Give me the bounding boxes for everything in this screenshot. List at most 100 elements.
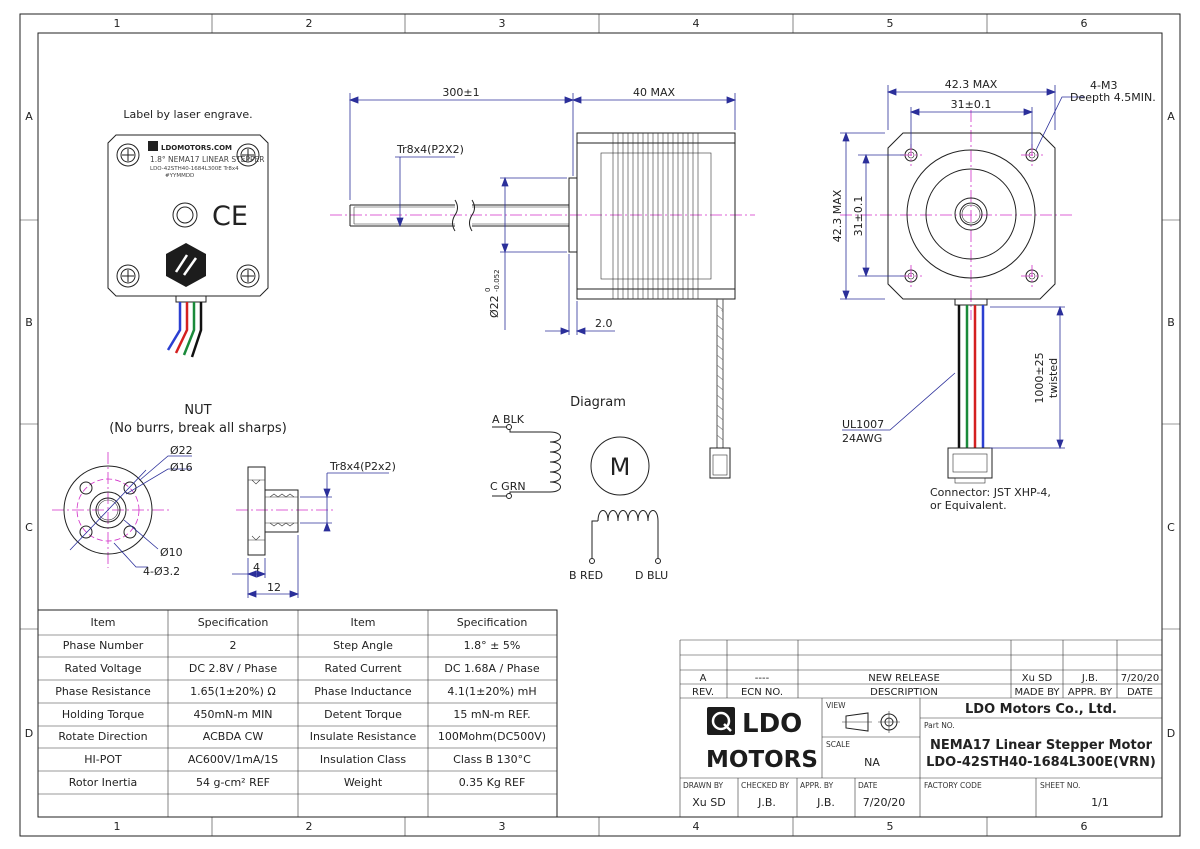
dim-pilot-tol-bottom: -0.052 <box>493 269 501 292</box>
screw-icon <box>116 143 140 167</box>
spec-cell-r0-c1: 2 <box>230 639 237 652</box>
terminal-b: B RED <box>569 569 603 582</box>
nut-thread: Tr8x4(P2x2) <box>329 460 396 473</box>
spec-cell-r6-c2: Weight <box>344 776 383 789</box>
nut-subtitle: (No burrs, break all sharps) <box>109 421 287 436</box>
wire-type: UL1007 <box>842 418 884 431</box>
spec-cell-r0-c2: Step Angle <box>333 639 393 652</box>
col-3-bottom: 3 <box>499 820 506 833</box>
spec-cell-r1-c1: DC 2.8V / Phase <box>189 662 277 675</box>
coil-bd <box>589 510 661 564</box>
spec-cell-r1-c3: DC 1.68A / Phase <box>444 662 539 675</box>
dim-pilot-height: 2.0 <box>595 317 613 330</box>
spec-cell-r1-c0: Rated Voltage <box>65 662 142 675</box>
row-b-left: B <box>25 316 33 329</box>
nut-len-flange: 4 <box>253 561 260 574</box>
screw-icon <box>236 143 260 167</box>
spec-cell-r5-c1: AC600V/1mA/1S <box>188 753 278 766</box>
hole-icon <box>176 206 194 224</box>
side-thread-label: Tr8x4(P2X2) <box>396 143 464 156</box>
nut-views: NUT (No burrs, break all sharps) Ø22 Ø16… <box>52 403 396 598</box>
terminal-c: C GRN <box>490 480 526 493</box>
hole-depth-callout: Deepth 4.5MIN. <box>1070 91 1156 104</box>
diagram-title: Diagram <box>570 395 626 410</box>
nut-dia-boss: Ø10 <box>160 546 183 559</box>
wire-twisted: twisted <box>1047 358 1060 398</box>
desc-header: DESCRIPTION <box>870 687 938 698</box>
logo-top-text: LDO <box>742 709 802 739</box>
row-a-right: A <box>1167 110 1175 123</box>
dim-hole-spacing-v: 31±0.1 <box>852 196 865 237</box>
nut-dia-outer: Ø22 <box>170 444 193 457</box>
col-1-bottom: 1 <box>114 820 121 833</box>
spec-cell-r4-c0: Rotate Direction <box>58 730 147 743</box>
spec-cell-r6-c1: 54 g-cm² REF <box>196 776 270 789</box>
lead-wires <box>166 302 203 358</box>
made-value: Xu SD <box>1022 673 1053 684</box>
checked-value: J.B. <box>757 796 776 809</box>
sheet-value: 1/1 <box>1091 796 1109 809</box>
spec-cell-r3-c1: 450mN-m MIN <box>193 708 272 721</box>
spec-cell-r5-c2: Insulation Class <box>320 753 406 766</box>
appr-header: APPR. BY <box>1068 687 1113 698</box>
spec-cell-r2-c3: 4.1(1±20%) mH <box>447 685 536 698</box>
col-6-top: 6 <box>1081 17 1088 30</box>
terminal-a: A BLK <box>492 413 525 426</box>
spec-cell-r6-c0: Rotor Inertia <box>69 776 138 789</box>
date-header: DATE <box>1127 687 1153 698</box>
end-lead-wires <box>957 305 985 448</box>
wiring-diagram: Diagram M A BLK C GRN B RED D BLU <box>490 395 668 582</box>
col-4-top: 4 <box>693 17 700 30</box>
checked-label: CHECKED BY <box>741 781 789 790</box>
factory-label: FACTORY CODE <box>924 781 982 790</box>
row-b-right: B <box>1167 316 1175 329</box>
spec-cell-r4-c3: 100Mohm(DC500V) <box>438 730 546 743</box>
coil-ac <box>492 424 561 499</box>
col-4-bottom: 4 <box>693 820 700 833</box>
col-2-bottom: 2 <box>306 820 313 833</box>
dim-pilot-dia: Ø22 <box>488 295 501 318</box>
wire-gauge: 24AWG <box>842 432 882 445</box>
ecn-header: ECN NO. <box>741 687 783 698</box>
dim-hole-spacing: 31±0.1 <box>951 98 992 111</box>
spec-header-2: Item <box>350 616 375 629</box>
dim-pilot-tol-top: 0 <box>484 288 492 292</box>
spec-cell-r0-c3: 1.8° ± 5% <box>464 639 521 652</box>
part-line-1: NEMA17 Linear Stepper Motor <box>930 738 1153 753</box>
motor-symbol: M <box>610 453 631 481</box>
row-c-right: C <box>1167 521 1175 534</box>
end-dimensions <box>840 85 1085 450</box>
front-label-view: Label by laser engrave. LDOMOTORS.COM 1.… <box>107 108 269 358</box>
spec-cell-r3-c0: Holding Torque <box>62 708 144 721</box>
date-value-tb: 7/20/20 <box>863 796 905 809</box>
part-line-2: LDO-42STH40-1684L300E(VRN) <box>926 755 1156 770</box>
row-d-right: D <box>1167 727 1175 740</box>
col-6-bottom: 6 <box>1081 820 1088 833</box>
appr-value: J.B. <box>1081 673 1098 684</box>
rev-header: REV. <box>692 687 714 698</box>
spec-cell-r0-c0: Phase Number <box>63 639 144 652</box>
spec-cell-r5-c3: Class B 130°C <box>453 753 531 766</box>
scale-value: NA <box>864 756 880 769</box>
row-c-left: C <box>25 521 33 534</box>
scale-label: SCALE <box>826 740 850 749</box>
col-3-top: 3 <box>499 17 506 30</box>
spec-cell-r4-c1: ACBDA CW <box>203 730 264 743</box>
drawn-label: DRAWN BY <box>683 781 724 790</box>
drawn-value: Xu SD <box>692 796 725 809</box>
dim-height-max: 42.3 MAX <box>831 189 844 242</box>
spec-cell-r1-c2: Rated Current <box>324 662 402 675</box>
nut-holes: 4-Ø3.2 <box>143 565 180 578</box>
spec-header-3: Specification <box>457 616 528 629</box>
col-2-top: 2 <box>306 17 313 30</box>
sheet-label: SHEET NO. <box>1040 781 1080 790</box>
label-line-2: LDO-42STH40-1684L300E Tr8x4 <box>150 166 239 172</box>
spec-cell-r2-c2: Phase Inductance <box>314 685 412 698</box>
dim-width-max: 42.3 MAX <box>945 78 998 91</box>
screw-icon <box>236 264 260 288</box>
motor-symbol-circle <box>590 436 650 496</box>
logo-bottom-text: MOTORS <box>706 747 818 773</box>
date-value: 7/20/20 <box>1121 673 1160 684</box>
screw-icon <box>116 264 140 288</box>
